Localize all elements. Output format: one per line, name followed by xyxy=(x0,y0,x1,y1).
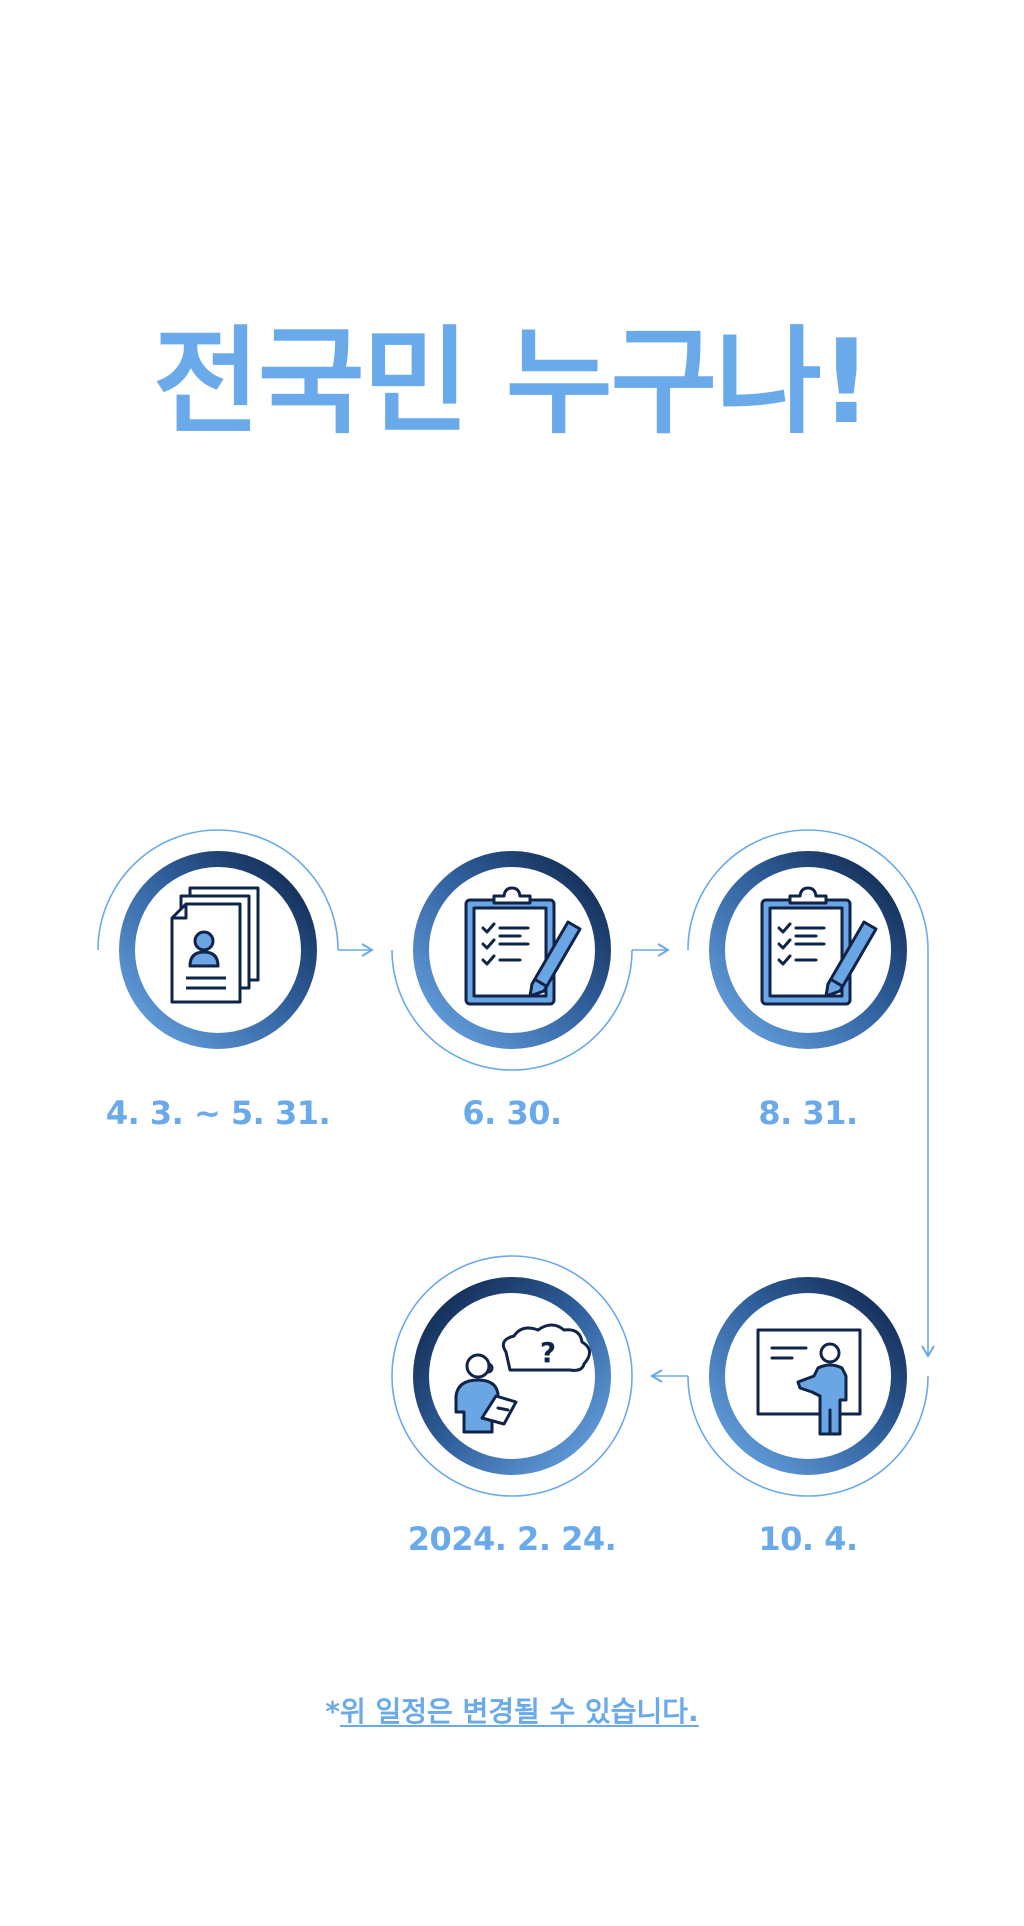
step-3-date: 8. 31. xyxy=(758,1094,858,1132)
connector-arc-3 xyxy=(687,829,929,951)
step-1-date: 4. 3. ~ 5. 31. xyxy=(105,1094,331,1132)
step-2-badge xyxy=(413,851,611,1049)
step-1-badge xyxy=(119,851,317,1049)
connector-circle-5 xyxy=(391,1255,633,1497)
step-4-badge xyxy=(709,1277,907,1475)
step-3-badge xyxy=(709,851,907,1049)
connector-arc-1 xyxy=(97,829,339,951)
step-4-date: 10. 4. xyxy=(758,1520,858,1558)
connector-arc-2 xyxy=(391,949,633,1071)
note-text: 위 일정은 변경될 수 있습니다. xyxy=(339,1695,699,1728)
svg-text:?: ? xyxy=(540,1336,556,1369)
step-2-date: 6. 30. xyxy=(462,1094,562,1132)
note-asterisk: * xyxy=(325,1695,340,1728)
schedule-change-note: *위 일정은 변경될 수 있습니다. xyxy=(0,1698,1024,1726)
connector-arc-4 xyxy=(687,1375,929,1497)
clipboard-checklist-pencil-icon xyxy=(760,886,878,1006)
step-5-date: 2024. 2. 24. xyxy=(407,1520,617,1558)
resume-documents-icon xyxy=(170,886,260,1004)
clipboard-checklist-pencil-icon xyxy=(464,886,582,1006)
presenter-whiteboard-icon xyxy=(756,1328,862,1436)
person-question-thought-icon: ? xyxy=(454,1323,591,1434)
page-title: 전국민 누구나! xyxy=(153,315,873,450)
step-5-badge: ? xyxy=(413,1277,611,1475)
